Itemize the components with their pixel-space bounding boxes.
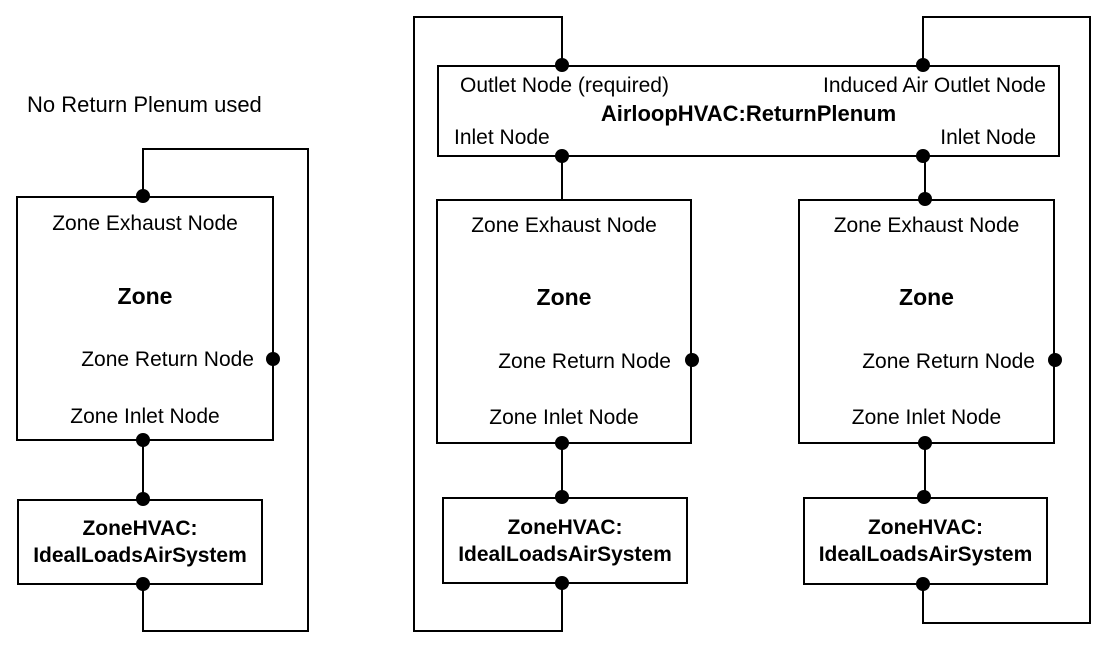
zone-inlet-node-label: Zone Inlet Node [851, 406, 1002, 429]
zone-name-label: Zone [117, 283, 173, 309]
right-zone-exhaust-node-dot [918, 192, 932, 206]
left-loop-top-line [142, 148, 309, 150]
left-hvac-top-node-dot [136, 492, 150, 506]
mid-zone-inlet-node-dot [555, 436, 569, 450]
airloop-return-plenum-box: Outlet Node (required) Induced Air Outle… [437, 65, 1060, 157]
right-loop-right-vertical-line [1089, 16, 1091, 624]
plenum-inlet-node-right-label: Inlet Node [940, 126, 1036, 149]
right-loop-left-bottom-line [413, 630, 563, 632]
left-zone-inlet-node-dot [136, 433, 150, 447]
left-zone-return-node-dot [266, 352, 280, 366]
zonehvac-label-line2: IdealLoadsAirSystem [818, 543, 1033, 566]
plenum-inlet-left-connector-line [561, 156, 563, 200]
zone-return-node-label: Zone Return Node [862, 350, 1035, 373]
plenum-inlet-right-node-dot [916, 149, 930, 163]
zone-exhaust-node-label: Zone Exhaust Node [52, 212, 238, 235]
left-zone-to-hvac-line [142, 440, 144, 500]
zonehvac-label-line2: IdealLoadsAirSystem [458, 542, 672, 566]
left-hvac-outlet-drop-line [142, 584, 144, 631]
mid-hvac-bottom-node-dot [555, 576, 569, 590]
plenum-inlet-left-node-dot [555, 149, 569, 163]
mid-zone-to-hvac-line [561, 442, 563, 498]
mid-zone-box: Zone Exhaust Node Zone Zone Return Node … [436, 199, 692, 444]
right-loop-left-vertical-line [413, 16, 415, 631]
right-hvac-bottom-node-dot [916, 577, 930, 591]
plenum-inlet-right-connector-line [924, 156, 926, 200]
zone-return-node-label: Zone Return Node [498, 350, 671, 373]
left-zone-exhaust-node-dot [136, 189, 150, 203]
right-zonehvac-box: ZoneHVAC: IdealLoadsAirSystem [803, 497, 1048, 585]
plenum-title-label: AirloopHVAC:ReturnPlenum [600, 101, 897, 126]
right-hvac-outlet-drop-line [922, 584, 924, 623]
zone-inlet-node-label: Zone Inlet Node [489, 406, 639, 429]
zonehvac-label-line1: ZoneHVAC: [867, 516, 984, 539]
plenum-outlet-riser-line [561, 16, 563, 66]
left-exhaust-riser-line [142, 148, 144, 197]
zone-exhaust-node-label: Zone Exhaust Node [471, 214, 657, 237]
plenum-inlet-node-left-label: Inlet Node [454, 126, 550, 149]
right-loop-left-top-line [413, 16, 563, 18]
right-zone-inlet-node-dot [918, 436, 932, 450]
right-zone-return-node-dot [1048, 353, 1062, 367]
zonehvac-label-line2: IdealLoadsAirSystem [33, 544, 247, 567]
mid-zone-return-node-dot [685, 353, 699, 367]
right-zone-to-hvac-line [924, 442, 926, 498]
plenum-induced-air-outlet-node-label: Induced Air Outlet Node [823, 74, 1046, 97]
right-zone-box: Zone Exhaust Node Zone Zone Return Node … [798, 199, 1055, 444]
plenum-outlet-node-dot [555, 58, 569, 72]
left-hvac-bottom-node-dot [136, 577, 150, 591]
mid-hvac-top-node-dot [555, 490, 569, 504]
right-loop-right-top-line [922, 16, 1090, 18]
zonehvac-label-line1: ZoneHVAC: [507, 515, 623, 539]
plenum-induced-air-outlet-node-dot [916, 58, 930, 72]
zone-return-node-label: Zone Return Node [81, 348, 254, 371]
left-loop-right-line [307, 148, 309, 632]
left-diagram-title: No Return Plenum used [27, 92, 262, 117]
left-loop-bottom-line [142, 630, 309, 632]
mid-zonehvac-box: ZoneHVAC: IdealLoadsAirSystem [442, 497, 688, 584]
left-zonehvac-box: ZoneHVAC: IdealLoadsAirSystem [17, 499, 263, 585]
right-loop-right-bottom-line [922, 622, 1090, 624]
mid-hvac-outlet-drop-line [561, 583, 563, 631]
zone-inlet-node-label: Zone Inlet Node [70, 405, 220, 428]
plenum-induced-outlet-riser-line [922, 16, 924, 66]
zone-exhaust-node-label: Zone Exhaust Node [833, 214, 1020, 237]
zone-name-label: Zone [899, 284, 954, 310]
right-hvac-top-node-dot [917, 490, 931, 504]
left-zone-box: Zone Exhaust Node Zone Zone Return Node … [16, 196, 274, 441]
plenum-outlet-node-label: Outlet Node (required) [460, 74, 669, 97]
zonehvac-label-line1: ZoneHVAC: [82, 517, 198, 540]
zone-name-label: Zone [536, 284, 592, 310]
